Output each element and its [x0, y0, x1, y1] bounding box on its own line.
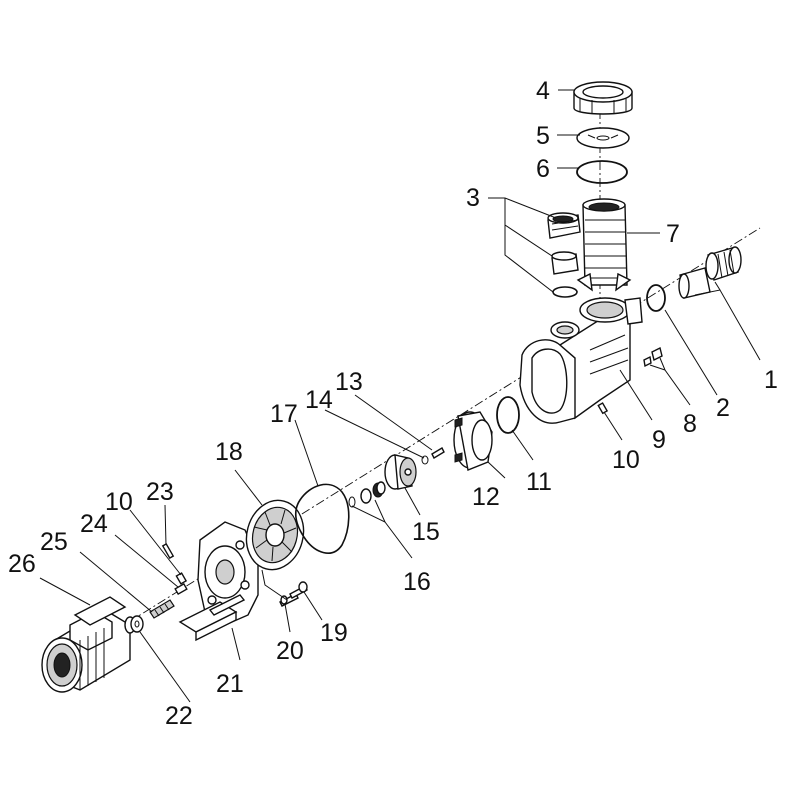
callout-25: 25 [40, 528, 68, 556]
callout-2: 2 [716, 394, 730, 422]
callout-3: 3 [466, 184, 480, 212]
part-3-union [547, 212, 581, 298]
part-18-diffuser [245, 499, 305, 571]
callout-17: 17 [270, 400, 298, 428]
part-17-oring [294, 483, 350, 554]
callout-14: 14 [305, 386, 333, 414]
callout-22: 22 [165, 702, 193, 730]
callout-23: 23 [146, 478, 174, 506]
part-4-lock-ring [573, 81, 633, 115]
callout-10-right: 10 [612, 446, 640, 474]
callout-8: 8 [683, 410, 697, 438]
part-22-washer [130, 615, 144, 633]
callout-24: 24 [80, 510, 108, 538]
callout-16: 16 [403, 568, 431, 596]
part-12-cover-ring [453, 411, 493, 471]
part-13-screw [431, 447, 445, 459]
part-23-screw [161, 542, 175, 560]
callout-26: 26 [8, 550, 36, 578]
part-14-washer [421, 455, 429, 465]
part-16-seal [348, 481, 386, 508]
part-19-bolt [289, 581, 308, 599]
part-15-impeller [384, 454, 417, 490]
part-24-key [174, 582, 188, 596]
callout-7: 7 [666, 220, 680, 248]
leader-lines [39, 89, 761, 703]
part-2-oring [646, 284, 666, 312]
part-21-bracket [178, 521, 259, 642]
part-9-pump-body [519, 297, 643, 424]
part-10-pin-right [597, 402, 609, 415]
callout-5: 5 [536, 122, 550, 150]
part-26-motor [41, 596, 136, 693]
part-7-strainer-basket [576, 198, 632, 292]
callout-4: 4 [536, 77, 550, 105]
part-25-stud [149, 599, 175, 619]
callout-10-left: 10 [105, 488, 133, 516]
callout-11: 11 [526, 468, 552, 496]
part-10-pin-left [175, 572, 188, 585]
callout-6: 6 [536, 155, 550, 183]
part-5-lid [576, 127, 630, 149]
part-6-lid-oring [576, 160, 628, 184]
callout-21: 21 [216, 670, 244, 698]
callout-18: 18 [215, 438, 243, 466]
assembly-axis [99, 227, 761, 641]
part-1-union [678, 246, 742, 299]
callout-12: 12 [472, 483, 500, 511]
callouts: 1 2 3 4 5 6 7 8 9 10 10 11 12 13 14 15 1… [8, 77, 778, 730]
part-8-drain-plug [643, 346, 663, 368]
callout-1: 1 [764, 366, 778, 394]
callout-15: 15 [412, 518, 440, 546]
callout-9: 9 [652, 426, 666, 454]
callout-19: 19 [320, 619, 348, 647]
callout-13: 13 [335, 368, 363, 396]
callout-20: 20 [276, 637, 304, 665]
part-11-oring [496, 396, 520, 434]
